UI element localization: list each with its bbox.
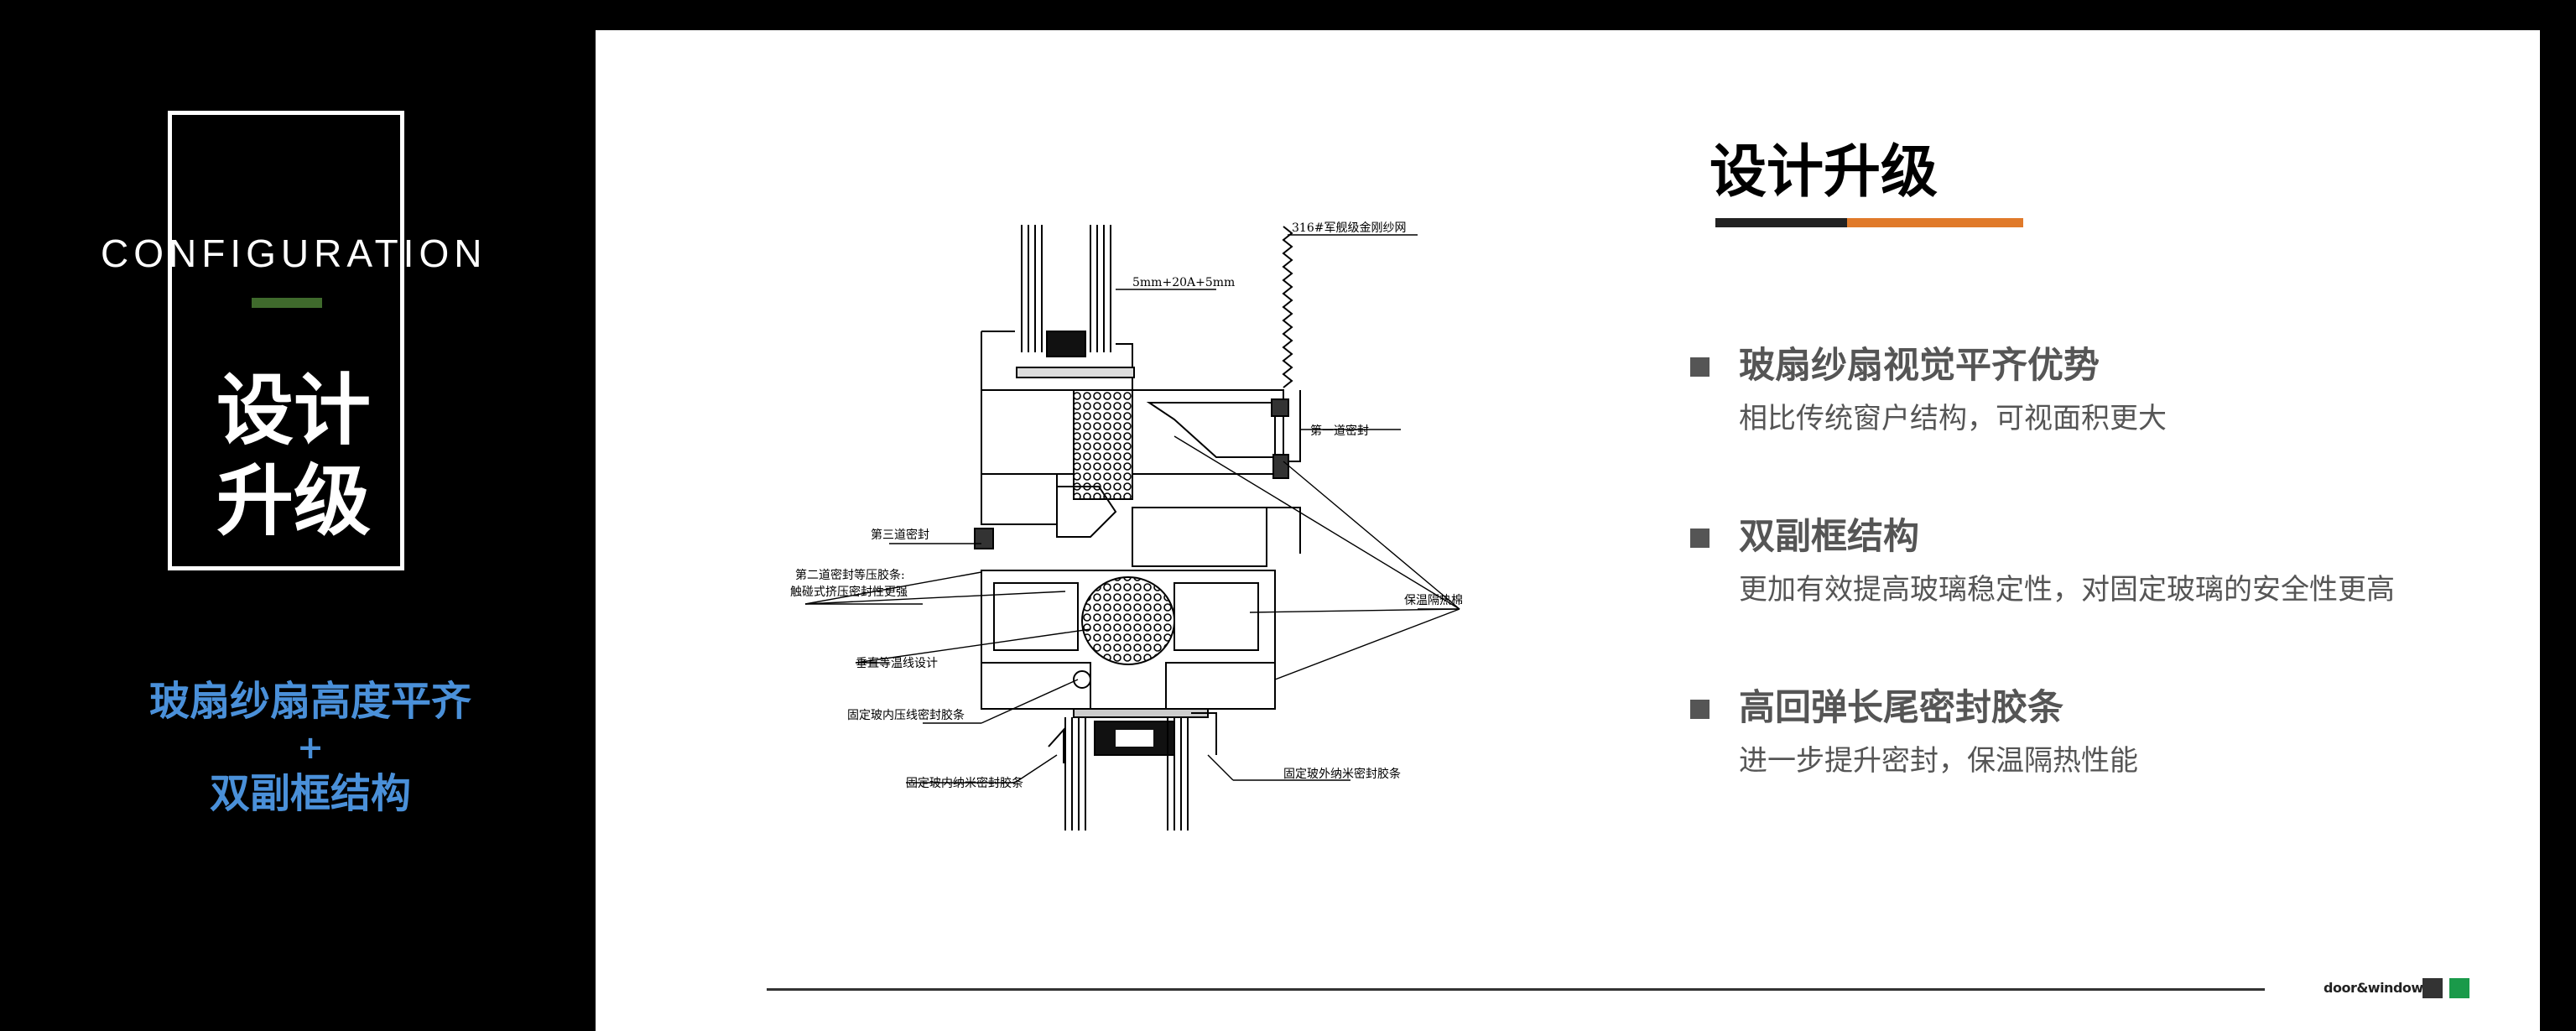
sidebar-highlight: 玻扇纱扇高度平齐 + 双副框结构 xyxy=(92,675,528,820)
title-frame xyxy=(168,111,404,570)
label-seal1: 第一道密封 xyxy=(1310,424,1369,438)
feature-title: 高回弹长尾密封胶条 xyxy=(1739,687,2063,729)
label-mesh: 316#军舰级金刚纱网 xyxy=(1292,221,1406,235)
label-inner-press: 固定玻内压线密封胶条 xyxy=(847,708,965,722)
feature-description: 进一步提升密封，保温隔热性能 xyxy=(1739,744,2138,778)
sidebar-title-line2: 升级 xyxy=(216,456,371,546)
content-panel xyxy=(596,30,2540,1031)
window-section-diagram: 316#军舰级金刚纱网 5mm+20A+5mm 第一道密封 第三道密封 第二道密… xyxy=(790,221,1463,831)
footer-divider xyxy=(767,988,2265,991)
label-insulation: 保温隔热棉 xyxy=(1404,593,1463,607)
feature-item: 双副框结构 更加有效提高玻璃稳定性，对固定玻璃的安全性更高 xyxy=(1690,512,2495,621)
label-seal3: 第三道密封 xyxy=(871,528,929,542)
highlight-line1: 玻扇纱扇高度平齐 xyxy=(148,678,471,725)
highlight-line2: 双副框结构 xyxy=(209,770,411,817)
feature-title: 玻扇纱扇视觉平齐优势 xyxy=(1739,345,2100,387)
highlight-plus: + xyxy=(297,729,324,766)
bullet-square-icon xyxy=(1690,700,1710,719)
config-accent-bar xyxy=(252,298,322,308)
feature-description: 相比传统窗户结构，可视面积更大 xyxy=(1739,402,2167,435)
label-outer-nano: 固定玻外纳米密封胶条 xyxy=(1283,767,1401,781)
label-vertical: 垂直等温线设计 xyxy=(856,656,938,670)
feature-item: 玻扇纱扇视觉平齐优势 相比传统窗户结构，可视面积更大 xyxy=(1690,341,2495,450)
label-inner-nano: 固定玻内纳米密封胶条 xyxy=(906,776,1023,790)
heading-underline-dark xyxy=(1715,218,1847,227)
heading-underline-orange xyxy=(1847,218,2023,227)
brand-square-green xyxy=(2449,978,2469,998)
bullet-square-icon xyxy=(1690,529,1710,548)
sidebar-title: 设计 升级 xyxy=(176,366,411,547)
bullet-square-icon xyxy=(1690,357,1710,377)
brand-label: door&window xyxy=(2324,980,2423,996)
label-seal2-a: 第二道密封等压胶条: xyxy=(795,568,905,582)
feature-item: 高回弹长尾密封胶条 进一步提升密封，保温隔热性能 xyxy=(1690,683,2495,792)
label-seal2-b: 触碰式挤压密封性更强 xyxy=(790,585,908,599)
feature-title: 双副框结构 xyxy=(1739,516,1919,558)
feature-description: 更加有效提高玻璃稳定性，对固定玻璃的安全性更高 xyxy=(1739,573,2395,607)
section-heading: 设计升级 xyxy=(1710,139,1939,206)
configuration-label: CONFIGURATION xyxy=(101,232,487,275)
sidebar-title-line1: 设计 xyxy=(216,366,371,456)
label-glass: 5mm+20A+5mm xyxy=(1132,276,1235,289)
brand-square-dark xyxy=(2422,978,2443,998)
